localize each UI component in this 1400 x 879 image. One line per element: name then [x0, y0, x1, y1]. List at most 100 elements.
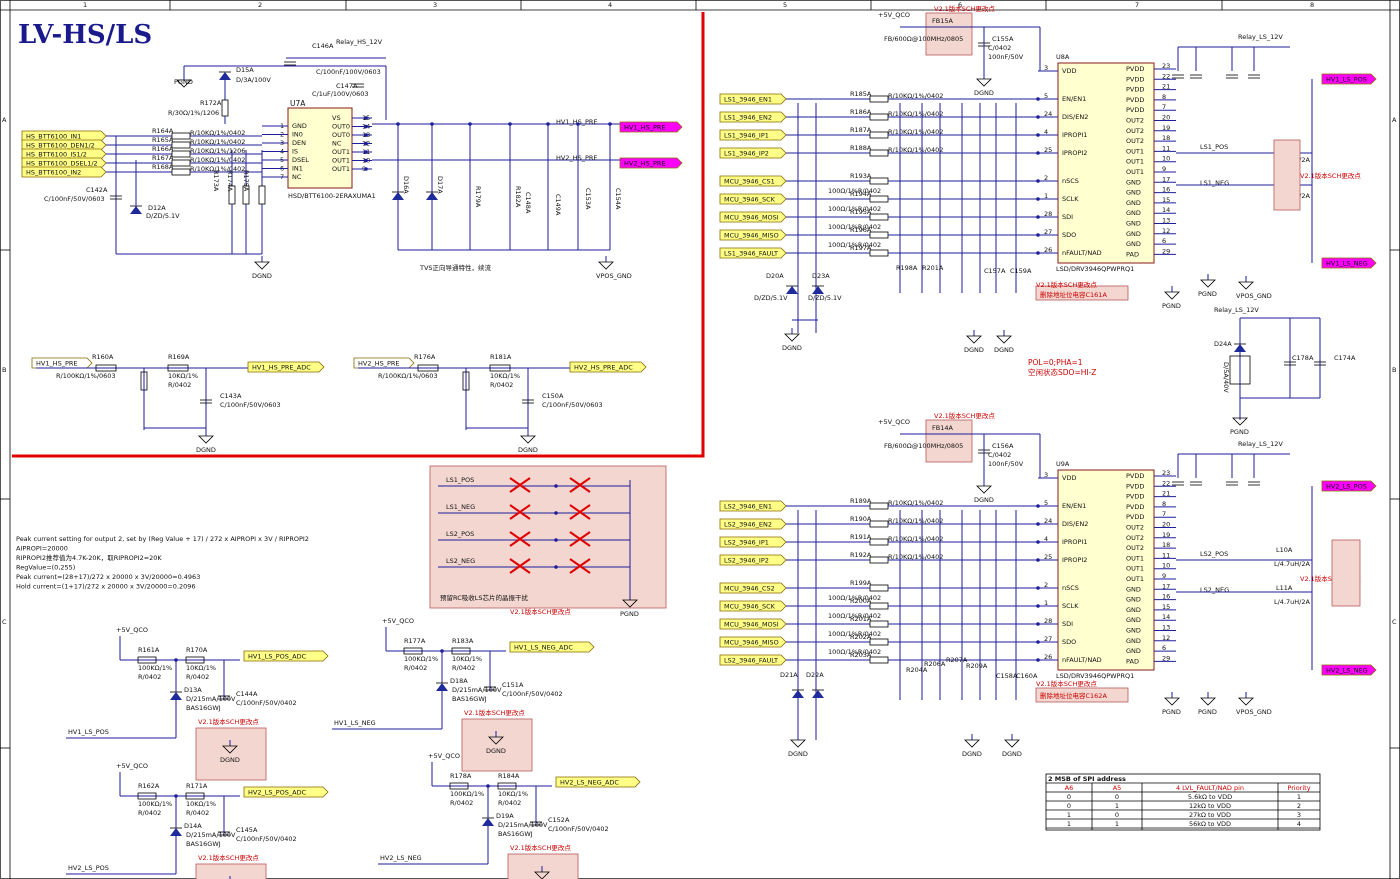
resistor [869, 149, 889, 157]
hs-input-port: HS_BTT6100_IN2 [21, 166, 107, 178]
chip-pin-label: DIS/EN2 [1062, 520, 1088, 528]
ls-net-port: LS1_3946_EN2 [719, 111, 787, 123]
cap-value: C/100nF/50V/0402 [236, 835, 297, 843]
pin-number: 10 [1162, 155, 1170, 163]
pin-number: 13 [1162, 217, 1170, 225]
net-port-shape [719, 618, 787, 630]
peak-current-note-line: RIPROPI2推荐值为4.7K-20K，取RIPROPI2=20K [16, 553, 162, 562]
column-marker: 5 [783, 1, 787, 9]
chip-pin-label: IPROPI1 [1062, 131, 1087, 139]
net-port-label: HV1_LS_NEG [1326, 260, 1368, 268]
net-port-shape [719, 247, 787, 259]
adc-cap [484, 686, 496, 691]
pin-number: 16 [1162, 186, 1170, 194]
pin-number: 13 [1162, 624, 1170, 632]
pin-number: 21 [1162, 83, 1170, 91]
dgnd-symbol: DGND [964, 330, 984, 354]
ground-label: VPOS_GND [596, 272, 632, 280]
resistor-ref: R204A [906, 666, 928, 674]
chip-pin-label: OUT2 [1126, 137, 1144, 145]
net-port-shape [509, 641, 595, 653]
chip-pin-label: GND [1126, 596, 1141, 604]
change-note: V2.1版本SCH更改点 [934, 411, 995, 420]
chip-part: LSD/DRV3946QPWPRQ1 [1056, 265, 1134, 273]
resistor-value: R/10KΩ/1%/0402 [888, 517, 943, 525]
pin-number: 22 [1162, 72, 1170, 80]
resistor-ref: R207A [946, 656, 968, 664]
resistor-package: R/0402 [186, 809, 209, 817]
resistor-ref: R185A [850, 90, 872, 98]
change-note: V2.1版本SCH更改点 [198, 717, 259, 726]
resistor-package: R/0402 [404, 664, 427, 672]
chip-pin-label: OUT2 [1126, 117, 1144, 125]
cap-ref: C153A [584, 188, 592, 210]
resistor-ref: R188A [850, 144, 872, 152]
pin-number: 26 [1044, 246, 1052, 254]
resistor-ref: R194A [850, 190, 872, 198]
change-note: V2.1版本SCH更改点 [934, 4, 995, 13]
chip-pin-label: SDI [1062, 213, 1073, 221]
net-port-label: HS_BTT6100_DEN1/2 [26, 142, 95, 150]
bulk-cap [1190, 74, 1202, 79]
removed-mark [569, 531, 591, 547]
resistor [140, 371, 148, 391]
chip-pin-label: PAD [1126, 250, 1139, 258]
ls-net-port: MCU_3946_MOSI [719, 211, 787, 223]
ground-label: DGND [994, 346, 1014, 354]
cap-value: 100nF/50V [988, 53, 1024, 61]
pin-number: 11 [1162, 144, 1170, 152]
pin-number: 5 [1044, 92, 1048, 100]
diode-body [812, 286, 824, 294]
ground-label: PGND [1162, 708, 1181, 716]
diode-body [219, 72, 231, 80]
ls-net-port: LS2_3946_IP2 [719, 554, 787, 566]
resistor-value: 10KΩ/1% [186, 664, 216, 672]
ls-net-port: MCU_3946_SCK [719, 193, 787, 205]
resistor-value: R/10KΩ/1%/0402 [888, 110, 943, 118]
net-port-shape [719, 636, 787, 648]
pin-number: 23 [1162, 62, 1170, 70]
ground-triangle [996, 335, 1012, 344]
spi-table-header: A6 [1065, 784, 1074, 792]
resistor-ref: R176A [414, 353, 436, 361]
net-port-shape [619, 121, 683, 133]
resistor-value: 100Ω/1%R/0402 [828, 241, 881, 249]
tvs-d24a [1234, 343, 1246, 352]
pin-number: 27 [1044, 228, 1052, 236]
hv-ls-neg-port: HV2_LS_NEG [1321, 664, 1377, 676]
resistor-ref: R201A [850, 615, 872, 623]
net-port-label: HV2_LS_NEG [1326, 667, 1368, 675]
diode-value: D/3A/100V [236, 76, 271, 84]
resistor-value: 100KΩ/1% [450, 790, 484, 798]
ground-triangle [520, 435, 536, 444]
row-marker: B [1392, 366, 1396, 374]
net-label: LS2_NEG [1200, 586, 1229, 594]
resistor [497, 782, 517, 790]
diode-ref: D21A [780, 671, 798, 679]
net-port-label: MCU_3946_CS1 [724, 178, 775, 186]
resistor-value: R/100KΩ/1%/0603 [378, 372, 438, 380]
pin-number: 18 [1162, 134, 1170, 142]
ground-label: VPOS_GND [1236, 292, 1272, 300]
junction-dot [364, 167, 368, 171]
resistor-value: 100Ω/1%R/0402 [828, 630, 881, 638]
resistor-ref: R177A [404, 637, 426, 645]
spi-table-title: 2 MSB of SPI address [1048, 775, 1126, 783]
pin-number: 12 [1162, 227, 1170, 235]
diode-value: D/ZD/5.1V [146, 212, 180, 220]
ls-net-port: LS1_3946_EN1 [719, 93, 787, 105]
chip-pin-label: SCLK [1062, 195, 1079, 203]
ls-adc-input-label: HV1_LS_NEG [334, 719, 376, 727]
resistor-value: 10KΩ/1% [498, 790, 528, 798]
peak-current-note-line: Peak current setting for output 2, set b… [16, 535, 309, 543]
cap-ref: C148A [524, 192, 532, 214]
cap-c146a [284, 61, 296, 66]
ground-triangle [966, 335, 982, 344]
adc-ground: DGND [518, 430, 538, 454]
net-port-label: MCU_3946_MOSI [724, 621, 779, 629]
change-note: V2.1版本SCH更改点 [510, 843, 571, 852]
chip-pin-label: nFAULT/NAD [1062, 249, 1102, 257]
cap-ref: C152A [548, 816, 570, 824]
ground-triangle [534, 871, 550, 879]
ground-triangle [1164, 291, 1180, 300]
